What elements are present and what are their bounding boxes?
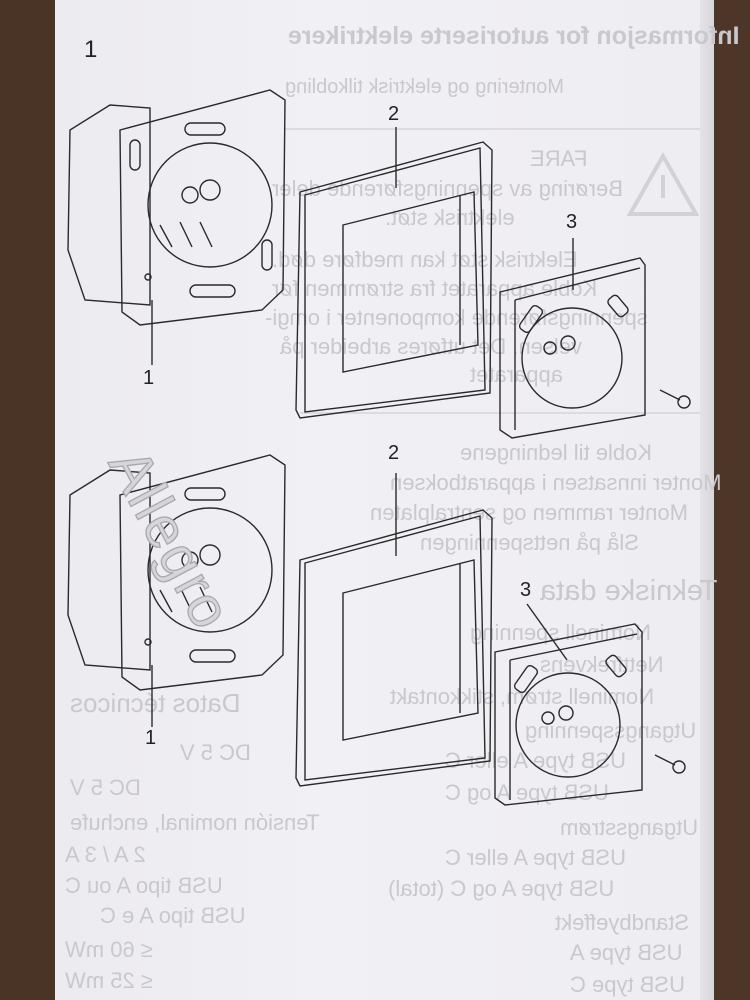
socket-insert-drawing bbox=[67, 89, 286, 365]
socket-insert-drawing-2 bbox=[67, 454, 286, 727]
instruction-sheet bbox=[55, 0, 714, 1000]
callout-cover: 3 bbox=[566, 211, 578, 233]
callout-frame: 2 bbox=[388, 103, 400, 125]
frame-drawing-2 bbox=[295, 473, 493, 787]
figure-number: 1 bbox=[84, 36, 98, 63]
paper-edge bbox=[700, 0, 714, 1000]
bleed-rule bbox=[285, 128, 700, 130]
callout-insert: 1 bbox=[145, 727, 157, 749]
cover-plate-drawing bbox=[499, 238, 691, 439]
frame-drawing bbox=[295, 127, 493, 419]
callout-insert: 1 bbox=[143, 367, 155, 389]
cover-plate-drawing-2 bbox=[494, 603, 686, 806]
callout-cover: 3 bbox=[520, 579, 532, 601]
callout-frame: 2 bbox=[388, 442, 400, 464]
table-surface bbox=[714, 0, 750, 1000]
